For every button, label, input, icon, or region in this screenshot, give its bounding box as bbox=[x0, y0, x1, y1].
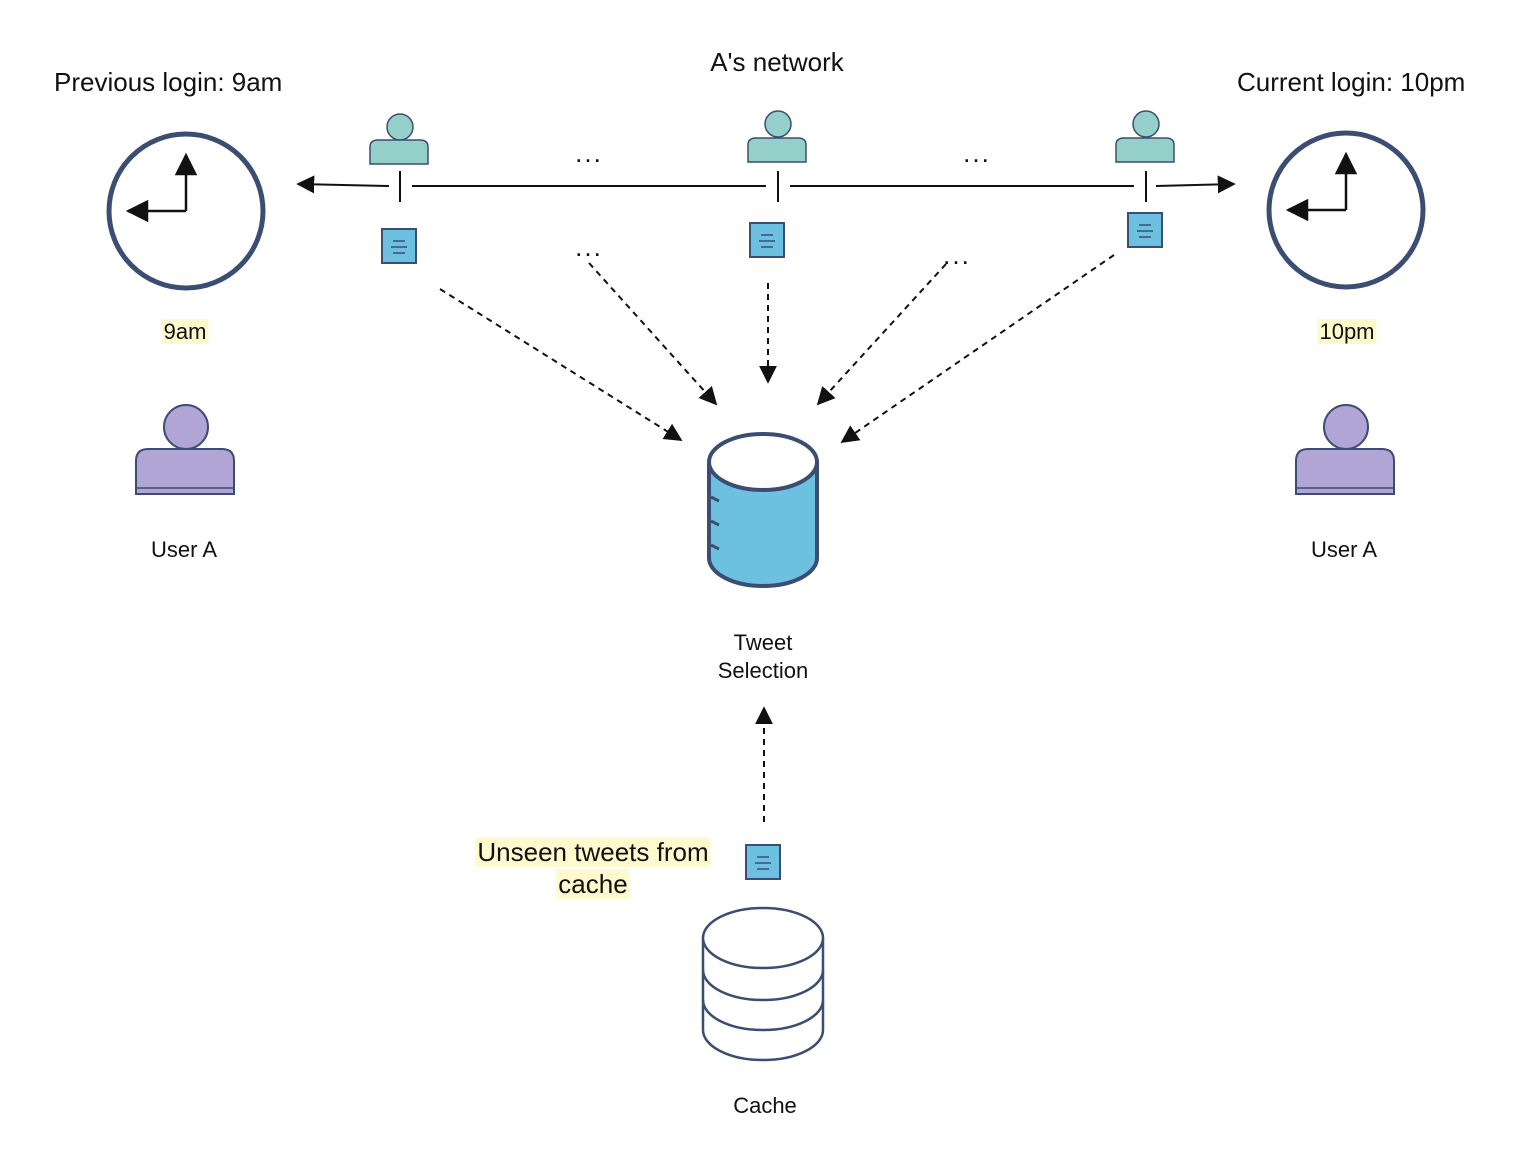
user-icon-network-3 bbox=[1115, 110, 1175, 163]
user-icon-user-a-previous bbox=[135, 404, 235, 495]
timeline bbox=[296, 171, 1236, 202]
network-title: A's network bbox=[710, 47, 844, 77]
clock-icon-current bbox=[1266, 130, 1426, 290]
unseen-tweets-note: Unseen tweets from cache bbox=[475, 836, 711, 900]
user-icon-user-a-current bbox=[1295, 404, 1395, 495]
cache-label: Cache bbox=[733, 1093, 797, 1118]
database-icon-tweet-selection bbox=[707, 432, 819, 588]
previous-login-heading: Previous login: 9am bbox=[54, 67, 283, 97]
ellipsis-tweets-1: ... bbox=[575, 232, 603, 262]
tweet-selection-label: Tweet Selection bbox=[718, 629, 809, 685]
previous-time-label: 9am bbox=[161, 319, 209, 344]
cache-icon bbox=[701, 906, 825, 1062]
ellipsis-network-2: ... bbox=[963, 138, 991, 168]
tweet-selection-label-line1: Tweet bbox=[733, 630, 793, 655]
clock-icon-previous bbox=[106, 131, 266, 291]
tweet-flow-arrows bbox=[439, 254, 1115, 822]
user-a-current-label: User A bbox=[1310, 537, 1378, 562]
tweet-selection-label-line2: Selection bbox=[717, 658, 809, 683]
unseen-tweets-note-line2: cache bbox=[556, 869, 630, 899]
ellipsis-network-1: ... bbox=[575, 138, 603, 168]
tweet-icon-cache bbox=[745, 844, 781, 880]
current-time-label: 10pm bbox=[1317, 319, 1377, 344]
current-login-heading: Current login: 10pm bbox=[1237, 67, 1466, 97]
tweet-icon-3 bbox=[1127, 212, 1163, 248]
unseen-tweets-note-line1: Unseen tweets from bbox=[475, 837, 711, 867]
user-icon-network-2 bbox=[747, 110, 807, 163]
user-icon-network-1 bbox=[369, 113, 429, 165]
ellipsis-tweets-2: ... bbox=[943, 240, 971, 270]
tweet-icon-1 bbox=[381, 228, 417, 264]
user-a-previous-label: User A bbox=[150, 537, 218, 562]
tweet-icon-2 bbox=[749, 222, 785, 258]
